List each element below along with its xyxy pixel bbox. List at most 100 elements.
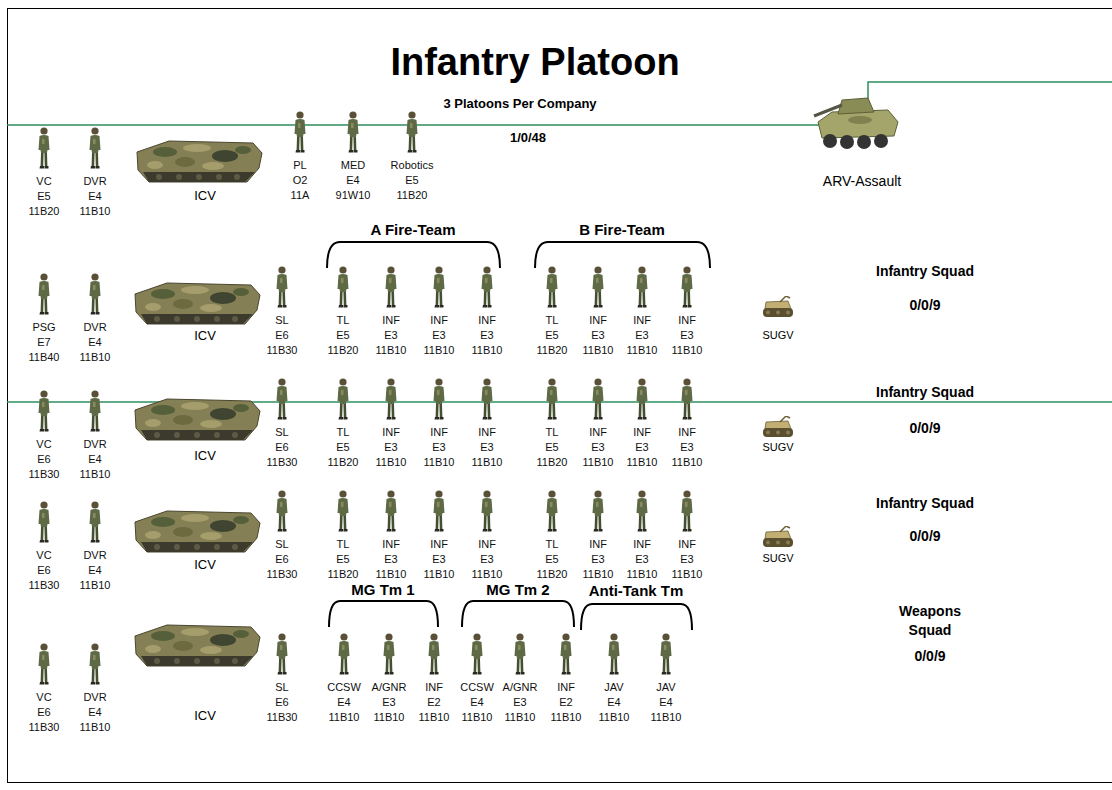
squad-label: Infantry Squad — [873, 385, 977, 400]
rank-caption: INF — [678, 314, 696, 326]
rank-caption: 11B10 — [376, 568, 407, 580]
soldier-figure — [547, 490, 558, 531]
team-label: MG Tm 1 — [349, 582, 416, 599]
rank-caption: 11B10 — [80, 468, 111, 480]
rank-caption: E5 — [336, 441, 349, 453]
soldier-figure — [90, 390, 101, 431]
rank-caption: INF — [425, 681, 443, 693]
rank-caption: 11B10 — [599, 711, 630, 723]
rank-caption: E6 — [37, 706, 50, 718]
rank-caption: INF — [589, 538, 607, 550]
rank-caption: 11A — [291, 189, 310, 201]
soldier-figure — [593, 266, 604, 307]
soldier-figure — [277, 378, 288, 419]
rank-caption: CCSW — [460, 681, 494, 693]
rank-caption: INF — [382, 426, 400, 438]
rank-caption: E3 — [384, 553, 397, 565]
rank-caption: INF — [430, 538, 448, 550]
divider-line — [7, 82, 1112, 125]
soldier-figure — [386, 266, 397, 307]
squad-label: 0/0/9 — [906, 421, 943, 436]
rank-caption: 11B10 — [424, 344, 455, 356]
soldier-figure — [338, 266, 349, 307]
rank-caption: E6 — [275, 441, 288, 453]
rank-caption: E5 — [545, 441, 558, 453]
rank-caption: E4 — [659, 696, 672, 708]
soldier-figure — [434, 266, 445, 307]
sugv-robot — [763, 526, 793, 547]
vehicle-label: ICV — [194, 709, 216, 723]
rank-caption: TL — [337, 426, 350, 438]
rank-caption: E3 — [591, 329, 604, 341]
bracket — [327, 242, 500, 268]
arv-vehicle — [814, 98, 898, 149]
rank-caption: SL — [275, 426, 288, 438]
rank-caption: E4 — [88, 564, 101, 576]
rank-caption: E3 — [480, 553, 493, 565]
squad-label: Weapons Squad — [888, 602, 972, 640]
rank-caption: INF — [589, 426, 607, 438]
rank-caption: 11B10 — [472, 568, 503, 580]
soldier-figure — [682, 490, 693, 531]
rank-caption: INF — [382, 538, 400, 550]
sugv-robot — [763, 296, 793, 317]
rank-caption: E3 — [432, 329, 445, 341]
rank-caption: 11B10 — [627, 456, 658, 468]
rank-caption: E7 — [37, 336, 50, 348]
rank-caption: 11B10 — [419, 711, 450, 723]
rank-caption: 11B10 — [374, 711, 405, 723]
rank-caption: E4 — [346, 174, 359, 186]
rank-caption: 11B30 — [267, 711, 298, 723]
rank-caption: E3 — [635, 329, 648, 341]
rank-caption: E5 — [405, 174, 418, 186]
soldier-figure — [661, 633, 672, 674]
rank-caption: DVR — [83, 549, 106, 561]
rank-caption: 11B10 — [627, 344, 658, 356]
rank-caption: VC — [36, 438, 51, 450]
rank-caption: VC — [36, 691, 51, 703]
robot-label: SUGV — [762, 552, 793, 564]
rank-caption: INF — [633, 426, 651, 438]
soldier-figures — [39, 111, 693, 684]
rank-caption: E3 — [480, 441, 493, 453]
rank-caption: 11B10 — [672, 344, 703, 356]
soldier-figure — [637, 266, 648, 307]
rank-caption: E2 — [559, 696, 572, 708]
rank-caption: E6 — [275, 696, 288, 708]
rank-caption: 11B30 — [29, 468, 60, 480]
squad-label: Infantry Squad — [873, 496, 977, 511]
rank-caption: E4 — [88, 190, 101, 202]
soldier-figure — [609, 633, 620, 674]
soldier-figure — [39, 501, 50, 542]
bracket — [329, 601, 438, 627]
rank-caption: 11B10 — [376, 344, 407, 356]
rank-caption: 11B10 — [583, 344, 614, 356]
squad-label: 0/0/9 — [906, 298, 943, 313]
bracket — [581, 604, 692, 630]
rank-caption: INF — [633, 538, 651, 550]
rank-caption: 11B20 — [29, 205, 60, 217]
soldier-figure — [637, 490, 648, 531]
vehicle-label: ICV — [194, 558, 216, 572]
soldier-figure — [682, 266, 693, 307]
rank-caption: E3 — [635, 441, 648, 453]
soldier-figure — [39, 127, 50, 168]
soldier-figure — [90, 127, 101, 168]
rank-caption: 11B10 — [551, 711, 582, 723]
rank-caption: INF — [589, 314, 607, 326]
vehicle-label: ICV — [194, 189, 216, 203]
soldier-figure — [384, 633, 395, 674]
rank-caption: E3 — [480, 329, 493, 341]
rank-caption: E4 — [607, 696, 620, 708]
rank-caption: DVR — [83, 321, 106, 333]
rank-caption: 11B10 — [80, 579, 111, 591]
rank-caption: 11B10 — [672, 568, 703, 580]
soldier-figure — [90, 273, 101, 314]
rank-caption: 11B10 — [80, 205, 111, 217]
rank-caption: 11B20 — [328, 456, 359, 468]
soldier-figure — [39, 273, 50, 314]
rank-caption: DVR — [83, 438, 106, 450]
soldier-figure — [277, 266, 288, 307]
rank-caption: SL — [275, 538, 288, 550]
robot-label: SUGV — [762, 441, 793, 453]
